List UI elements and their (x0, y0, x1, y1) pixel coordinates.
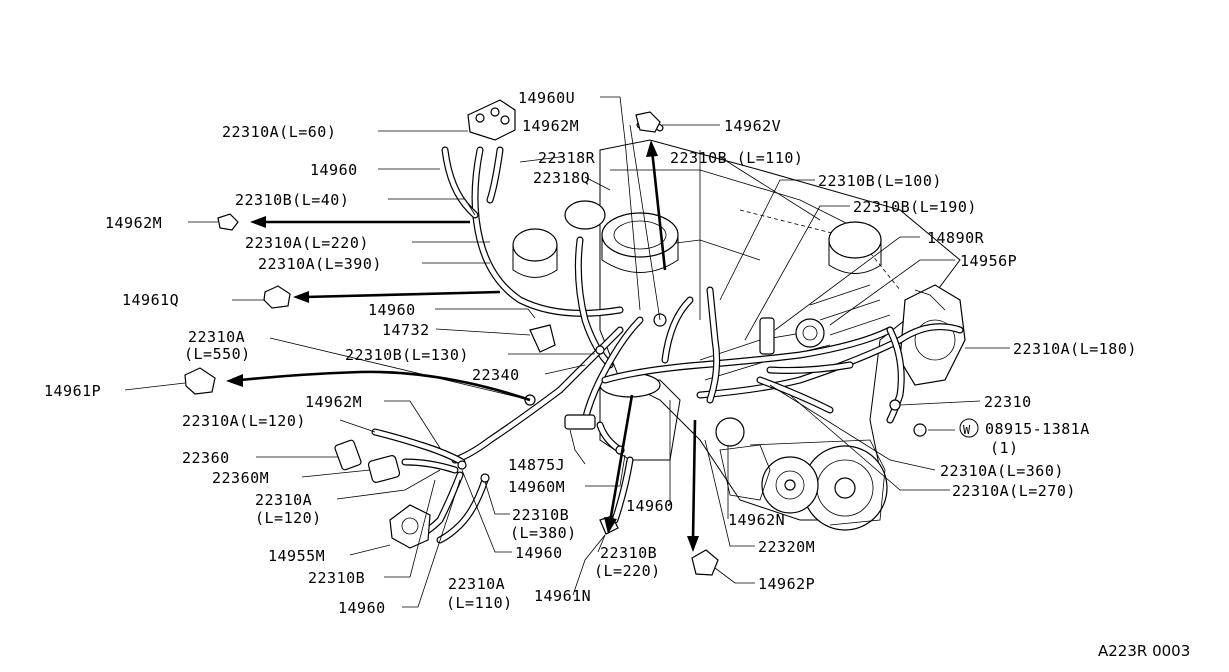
indicator-arrows (226, 140, 701, 552)
label-14960-a: 14960 (310, 161, 358, 179)
label-22320M: 22320M (758, 538, 815, 556)
label-22310A-L220: 22310A(L=220) (245, 234, 369, 252)
label-22310A-L110-line1: 22310A (448, 575, 505, 593)
label-14962P: 14962P (758, 575, 815, 593)
label-22310A-L550-line1: 22310A (188, 328, 245, 346)
label-22310A-L270: 22310A(L=270) (952, 482, 1076, 500)
clamp-14961Q-icon (263, 285, 291, 309)
label-14960-b: 14960 (368, 301, 416, 319)
label-14962V: 14962V (724, 117, 781, 135)
clip-14962P-icon (691, 549, 719, 576)
label-22360M: 22360M (212, 469, 269, 487)
label-14962M-b: 14962M (305, 393, 362, 411)
label-22310B-L110: 22310B (L=110) (670, 149, 803, 167)
label-22310A-L120: 22310A(L=120) (182, 412, 306, 430)
label-14962N: 14962N (728, 511, 785, 529)
label-22310A-L120b-line1: 22310A (255, 491, 312, 509)
label-14955M: 14955M (268, 547, 325, 565)
label-14960U: 14960U (518, 89, 575, 107)
sensor-14875J-icon (564, 414, 596, 430)
label-14875J: 14875J (508, 456, 565, 474)
valve-14955M-icon (389, 504, 431, 549)
label-14956P: 14956P (960, 252, 1017, 270)
label-14960-e: 14960 (515, 544, 563, 562)
clip-14962M-icon (217, 213, 239, 231)
label-14962M-c: 14962M (522, 117, 579, 135)
label-14890R: 14890R (927, 229, 985, 247)
label-22318Q: 22318Q (533, 169, 590, 187)
label-22310B-L220-line1: 22310B (600, 544, 657, 562)
label-08915-qty: (1) (990, 439, 1019, 457)
label-22310: 22310 (984, 393, 1032, 411)
label-22310B-L100: 22310B(L=100) (818, 172, 942, 190)
label-14961P: 14961P (44, 382, 101, 400)
label-08915-1381A: 08915-1381A (985, 420, 1090, 438)
washer-marker-letter: W (963, 423, 971, 437)
leader-lines (124, 96, 1010, 608)
valve-14956P-icon (795, 318, 825, 348)
label-14960M: 14960M (508, 478, 565, 496)
label-22310B-a: 22310B (308, 569, 365, 587)
label-22340: 22340 (472, 366, 520, 384)
label-22310B-L190: 22310B(L=190) (853, 198, 977, 216)
label-22360: 22360 (182, 449, 230, 467)
part-labels: 22310A(L=60) 14960 22310B(L=40) 14962M 2… (44, 89, 1190, 660)
label-14960-d: 14960 (626, 497, 674, 515)
label-22310B-L380-line1: 22310B (512, 506, 569, 524)
label-22310A-L180: 22310A(L=180) (1013, 340, 1137, 358)
label-22310B-L380-line2: (L=380) (510, 524, 577, 542)
clip-14962V-icon (635, 111, 661, 133)
label-22310A-L110-line2: (L=110) (446, 594, 513, 612)
label-22310A-L360: 22310A(L=360) (940, 462, 1064, 480)
valve-22360M-icon (367, 455, 401, 483)
label-22310A-L120b-line2: (L=120) (255, 509, 322, 527)
diagram-code: A223R 0003 (1098, 642, 1190, 660)
filter-22360-icon (334, 439, 362, 471)
label-14961Q: 14961Q (122, 291, 179, 309)
nut-08915-icon (913, 423, 927, 437)
label-22310A-L60: 22310A(L=60) (222, 123, 336, 141)
label-14960-c: 14960 (338, 599, 386, 617)
label-22310B-L40: 22310B(L=40) (235, 191, 349, 209)
label-22318R: 22318R (538, 149, 596, 167)
label-22310A-L550-line2: (L=550) (184, 345, 251, 363)
label-14961N: 14961N (534, 587, 591, 605)
label-14732: 14732 (382, 321, 430, 339)
label-22310B-L130: 22310B(L=130) (345, 346, 469, 364)
washer-marker-icon (959, 418, 979, 438)
clamp-14961P-icon (184, 367, 216, 395)
sensor-14890R-icon (759, 317, 775, 355)
label-22310B-L220-line2: (L=220) (594, 562, 661, 580)
fittings (184, 99, 927, 576)
hoses (371, 119, 964, 544)
label-14962M-a: 14962M (105, 214, 162, 232)
label-22310A-L390: 22310A(L=390) (258, 255, 382, 273)
engine-assembly (512, 139, 966, 531)
